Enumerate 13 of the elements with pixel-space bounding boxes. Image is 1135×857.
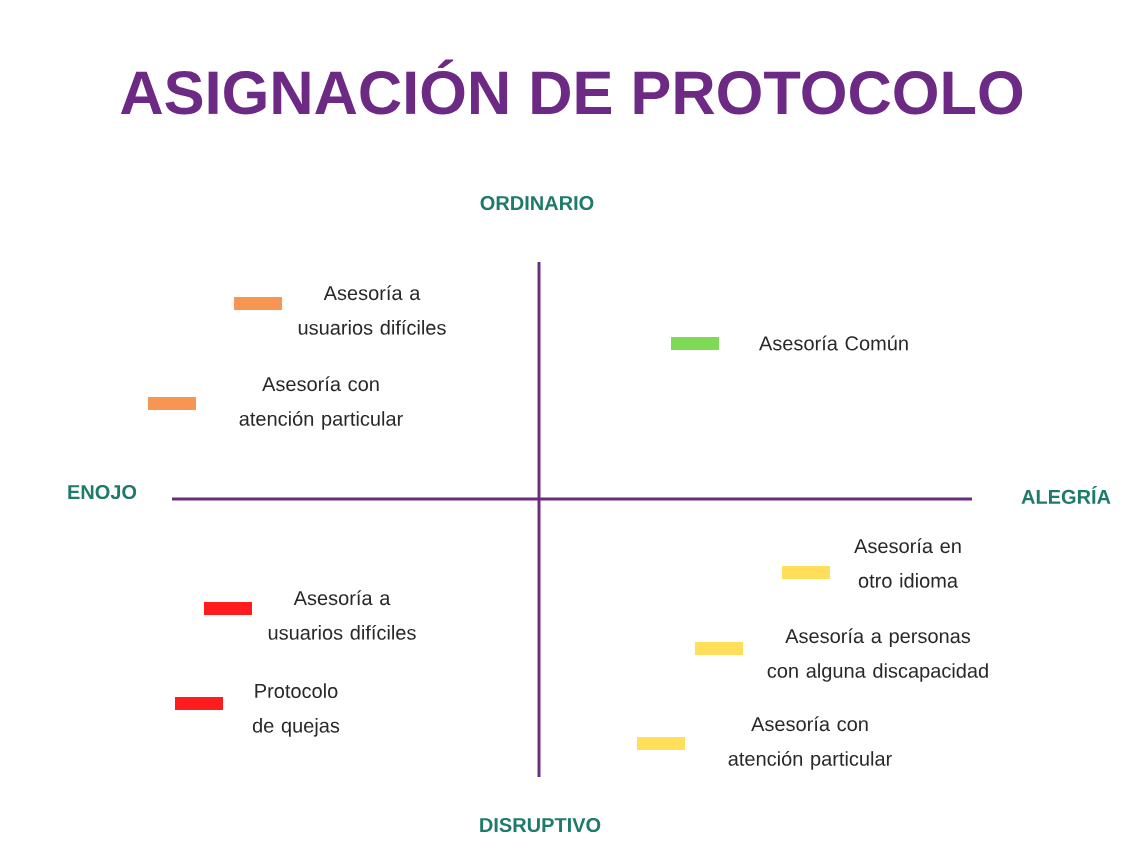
- axis-label: ALEGRÍA: [1021, 486, 1111, 504]
- axis-label: ORDINARIO: [480, 195, 594, 211]
- legend-text: Asesoría a usuarios difíciles: [268, 590, 416, 640]
- title: ASIGNACIÓN DE PROTOCOLO: [120, 59, 1023, 115]
- axis-label: ENOJO: [68, 484, 137, 500]
- legend-text: Asesoría Común: [759, 335, 908, 351]
- legend-text: Asesoría a personas con alguna discapacidad: [767, 628, 988, 682]
- legend-text: Asesoría con atención particular: [239, 376, 403, 430]
- legend-text: Asesoría a usuarios difíciles: [298, 285, 446, 335]
- legend-text: Protocolo de quejas: [252, 683, 340, 737]
- legend-text: Asesoría con atención particular: [728, 716, 892, 770]
- legend-text: Asesoría en otro idioma: [854, 538, 961, 588]
- axis-label: DISRUPTIVO: [480, 817, 601, 833]
